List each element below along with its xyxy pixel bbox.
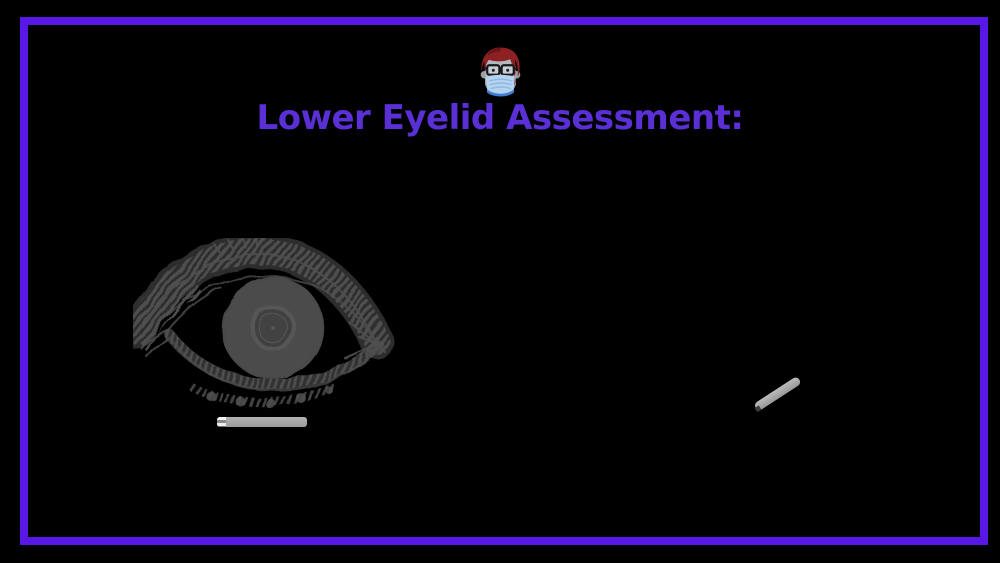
masked-doctor-emoji: [478, 47, 523, 98]
masked-doctor-emoji-svg: [480, 47, 521, 97]
eye-sketch-figure: [133, 238, 403, 410]
pencil-mark-horizontal-tip: [217, 417, 226, 427]
pencil-mark-horizontal: [217, 417, 307, 427]
slide-border-frame: [20, 17, 988, 545]
page-title: Lower Eyelid Assessment:: [256, 98, 744, 138]
eye-sketch-svg: [133, 238, 394, 409]
